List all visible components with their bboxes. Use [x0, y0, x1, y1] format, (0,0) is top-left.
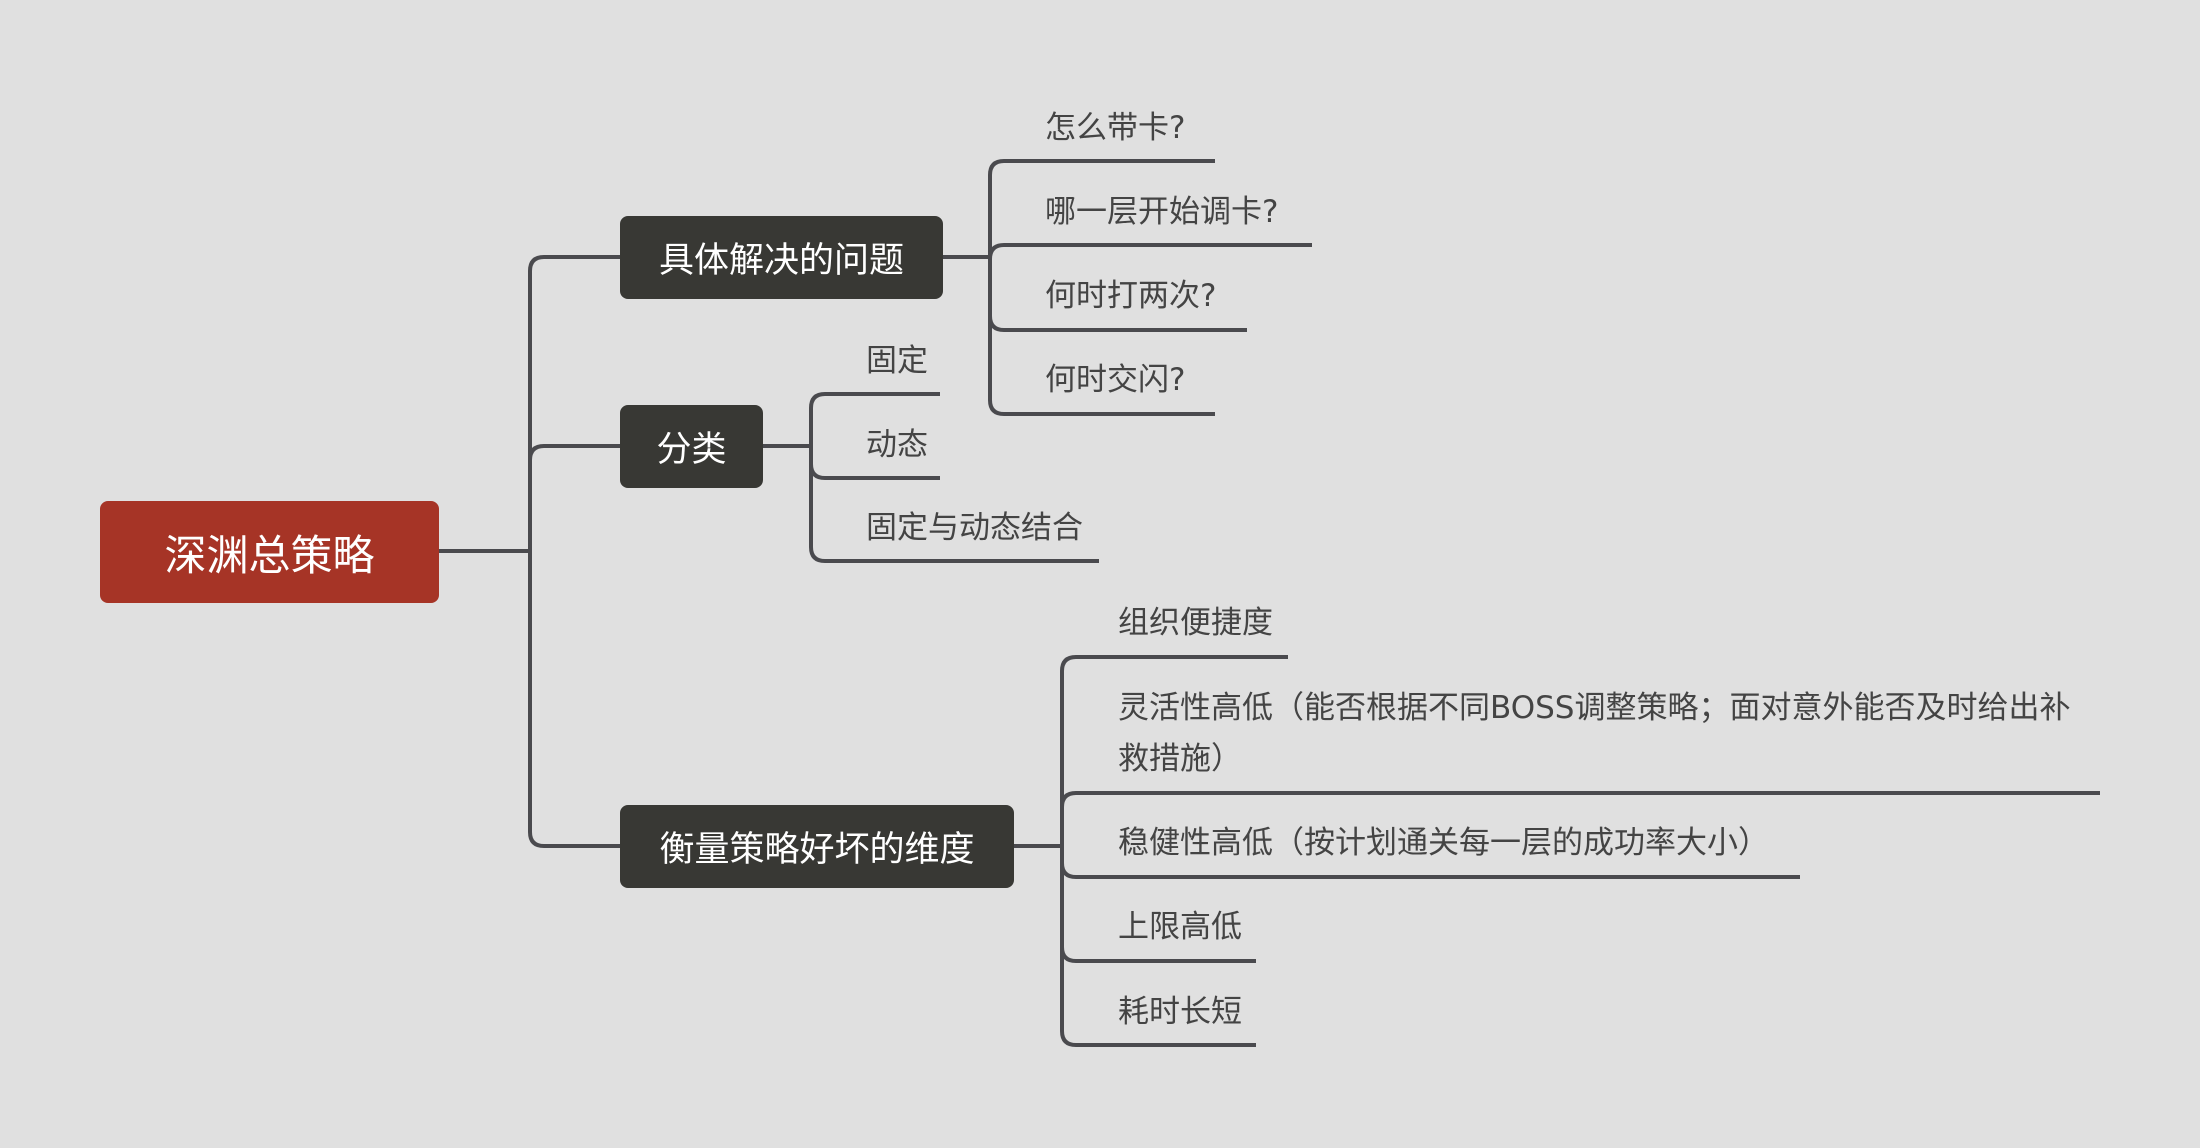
topic-robustness[interactable]: 稳健性高低（按计划通关每一层的成功率大小） — [1118, 825, 1769, 861]
child-underline — [988, 243, 1312, 260]
branch-specific-problems[interactable]: 具体解决的问题 — [620, 216, 943, 299]
topic-flexibility-line1[interactable]: 灵活性高低（能否根据不同BOSS调整策略；面对意外能否及时给出补 — [1118, 690, 2071, 726]
topic-flexibility-line2[interactable]: 救措施） — [1118, 741, 1242, 777]
topic-ceiling[interactable]: 上限高低 — [1118, 909, 1242, 945]
topic-dynamic[interactable]: 动态 — [866, 427, 928, 463]
topic-organization-convenience[interactable]: 组织便捷度 — [1118, 605, 1273, 641]
topic-which-floor-adjust[interactable]: 哪一层开始调卡? — [1045, 194, 1279, 230]
child-underline — [809, 446, 1099, 563]
topic-fixed-dynamic-combined[interactable]: 固定与动态结合 — [866, 510, 1083, 546]
child-underline — [809, 392, 940, 446]
trunk-to-problems — [528, 255, 620, 551]
trunk-to-dimensions — [528, 551, 620, 848]
topic-when-flash[interactable]: 何时交闪? — [1045, 362, 1186, 398]
child-underline — [1060, 655, 1288, 846]
child-underline — [988, 159, 1215, 257]
topic-fixed[interactable]: 固定 — [866, 343, 928, 379]
child-underline — [1060, 846, 1256, 1047]
branch-evaluation-dimensions[interactable]: 衡量策略好坏的维度 — [620, 805, 1014, 888]
branch-classification[interactable]: 分类 — [620, 405, 763, 488]
child-underline — [1060, 791, 2100, 846]
topic-when-hit-twice[interactable]: 何时打两次? — [1045, 278, 1217, 314]
root-node[interactable]: 深渊总策略 — [100, 501, 439, 603]
child-underline — [988, 257, 1215, 416]
trunk-to-classification — [528, 444, 620, 551]
topic-time-cost[interactable]: 耗时长短 — [1118, 994, 1242, 1030]
topic-how-to-bring-cards[interactable]: 怎么带卡? — [1045, 110, 1186, 146]
